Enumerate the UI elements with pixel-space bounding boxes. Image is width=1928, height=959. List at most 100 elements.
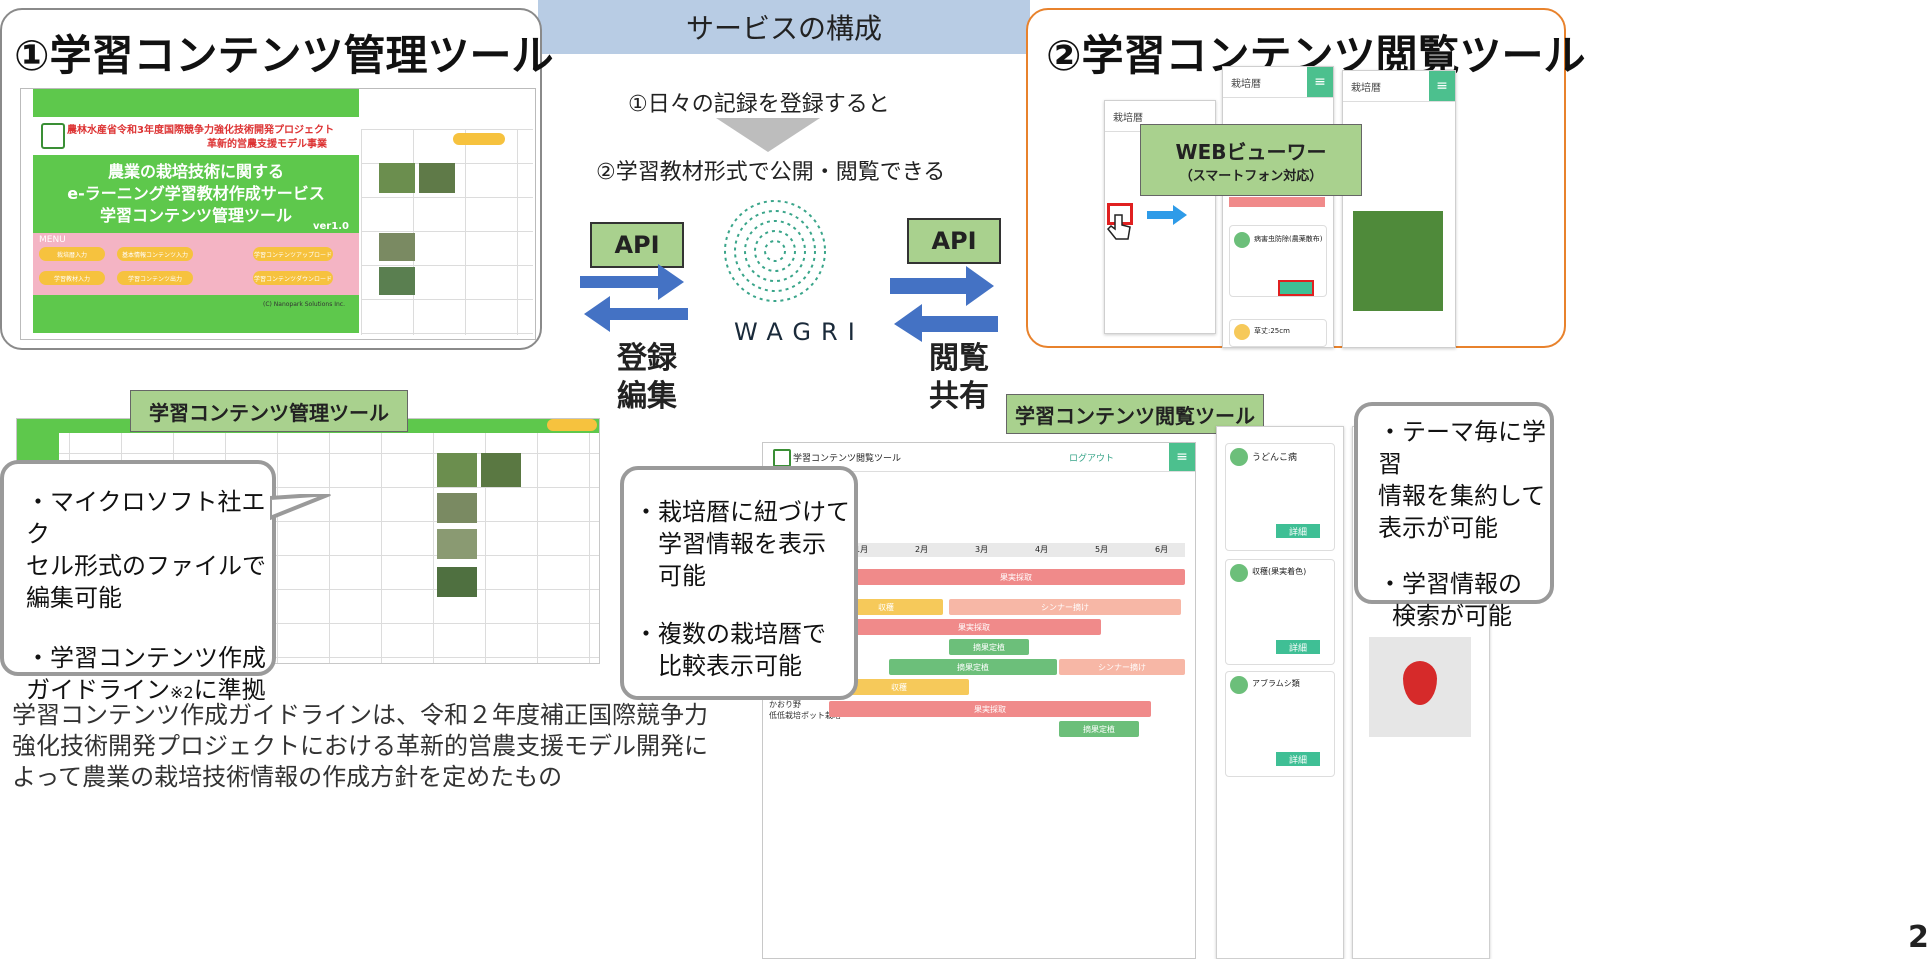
pick-bar-2[interactable]: 収穫 xyxy=(829,679,969,695)
phone-3-menu-icon[interactable]: ≡ xyxy=(1429,71,1455,101)
viewer-app-header: 学習コンテンツ閲覧ツール ログアウト ≡ xyxy=(763,443,1195,472)
season-bar-2[interactable]: シンナー摘け xyxy=(1059,659,1185,675)
phone-screen-3: 栽培暦 ≡ xyxy=(1342,70,1456,348)
sheet-action-button[interactable] xyxy=(547,419,597,431)
theme-card-3-title: アブラムシ類 xyxy=(1252,679,1300,688)
month-3: 3月 xyxy=(975,545,989,554)
menu-button-3[interactable]: 学習コンテンツアップロード xyxy=(253,247,333,261)
cultivar-row-label: かおり野 低低栽培ポット栽培 xyxy=(769,699,841,721)
theme-card-3-detail[interactable]: 詳細 xyxy=(1276,752,1320,766)
share-label: 共有 xyxy=(929,379,989,414)
sheet-b-photo-2 xyxy=(481,453,521,487)
month-1: 1月 xyxy=(855,545,869,554)
excel-callout-line4: ・学習コンテンツ作成 xyxy=(26,644,266,672)
card-2-icon xyxy=(1234,324,1250,340)
viewer-app-title: 学習コンテンツ閲覧ツール xyxy=(793,454,902,464)
harvest-bar-3[interactable]: 果実採取 xyxy=(829,701,1151,717)
excel-callout-line1: ・マイクロソフト社エク xyxy=(26,488,266,548)
fertilize-bar-3[interactable]: 摘果定植 xyxy=(1059,721,1139,737)
guideline-comply-text: に準拠 xyxy=(193,676,266,704)
theme-card-2: 収穫(果実着色) 詳細 xyxy=(1225,559,1335,665)
api-right-box: API xyxy=(907,218,1001,264)
strawberry-icon xyxy=(1403,661,1437,705)
sheet-photo-2 xyxy=(419,163,455,193)
phone-screen-2: 栽培暦 ≡ 病害虫防除(農薬散布) 草丈:25cm xyxy=(1222,66,1334,348)
version-label: ver1.0 xyxy=(313,221,349,232)
title-card-header-strip xyxy=(33,117,359,155)
app-logo-icon xyxy=(773,449,791,467)
theme-callout-line4: ・学習情報の xyxy=(1378,570,1522,598)
left-arrows-icon xyxy=(580,264,688,332)
phone-2-menu-icon[interactable]: ≡ xyxy=(1307,67,1333,97)
copyright: (C) Nanopark Solutions Inc. xyxy=(263,301,346,308)
strawberry-photo xyxy=(1369,637,1471,737)
step-1-text: ①日々の記録を登録すると xyxy=(628,92,890,117)
sheet-b-photo-5 xyxy=(437,567,477,597)
phone-3-header: 栽培暦 xyxy=(1343,71,1455,102)
theme-callout-line1: ・テーマ毎に学習 xyxy=(1378,418,1546,478)
theme-card-3: アブラムシ類 詳細 xyxy=(1225,671,1335,777)
month-5: 5月 xyxy=(1095,545,1109,554)
api-left-box: API xyxy=(590,222,684,268)
view-share-label: 閲覧 共有 xyxy=(924,340,994,416)
theme-list-phone: うどんこ病 詳細 収穫(果実着色) 詳細 アブラムシ類 詳細 xyxy=(1216,426,1344,959)
theme-card-2-icon xyxy=(1230,564,1248,582)
harvest-bar-1[interactable]: 果実採取 xyxy=(847,569,1185,585)
blue-arrow-icon xyxy=(1147,205,1187,225)
viewer-menu-icon[interactable]: ≡ xyxy=(1169,443,1195,471)
menu-button-6[interactable]: 学習コンテンツダウンロード xyxy=(253,271,333,285)
logout-link[interactable]: ログアウト xyxy=(1069,454,1115,464)
theme-card-2-detail[interactable]: 詳細 xyxy=(1276,640,1320,654)
phone-3-title: 栽培暦 xyxy=(1351,82,1381,94)
sheet-b-photo-4 xyxy=(437,529,477,559)
theme-card-3-icon xyxy=(1230,676,1248,694)
sheet-b-photo-3 xyxy=(437,493,477,523)
theme-callout-line3: 表示が可能 xyxy=(1378,514,1498,542)
theme-card-1-title: うどんこ病 xyxy=(1252,453,1298,463)
spreadsheet-preview xyxy=(361,129,533,335)
menu-button-1[interactable]: 栽培暦入力 xyxy=(39,247,105,261)
phone-2-header: 栽培暦 xyxy=(1223,67,1333,98)
theme-card-1-detail[interactable]: 詳細 xyxy=(1276,524,1320,538)
season-bar-1[interactable]: シンナー摘け xyxy=(949,599,1181,615)
phone-2-card-1: 病害虫防除(農薬散布) xyxy=(1229,225,1327,297)
calendar-month-row: 1月 2月 3月 4月 5月 6月 xyxy=(825,543,1185,557)
fertilize-bar-2[interactable]: 摘果定植 xyxy=(889,659,1057,675)
strawberry-leaf-photo xyxy=(1353,211,1443,311)
menu-button-4[interactable]: 学習教材入力 xyxy=(39,271,105,285)
footnote-line2: 強化技術開発プロジェクトにおける革新的営農支援モデル開発に xyxy=(12,732,708,760)
sheet-photo-4 xyxy=(379,267,415,295)
sheet-top-button[interactable] xyxy=(453,133,505,145)
web-viewer-title: WEBビューワー xyxy=(1175,140,1327,164)
wagri-label: WAGRI xyxy=(734,318,865,346)
menu-button-5[interactable]: 学習コンテンツ出力 xyxy=(117,271,193,285)
theme-card-1-icon xyxy=(1230,448,1248,466)
page-number: 2 xyxy=(1908,920,1928,955)
title-card: 農林水産省令和3年度国際競争力強化技術開発プロジェクト 革新的営農支援モデル事業… xyxy=(33,89,359,333)
theme-card-1: うどんこ病 詳細 xyxy=(1225,443,1335,551)
edit-label: 編集 xyxy=(617,379,677,414)
phone-2-bar xyxy=(1229,197,1325,207)
sheet-photo-1 xyxy=(379,163,415,193)
calendar-callout-line1: ・栽培暦に紐づけて xyxy=(634,498,850,526)
harvest-bar-2[interactable]: 果実採取 xyxy=(847,619,1101,635)
web-viewer-subtitle: （スマートフォン対応） xyxy=(1179,169,1323,184)
card-2-title: 草丈:25cm xyxy=(1254,327,1290,335)
phone-1-title: 栽培暦 xyxy=(1113,112,1143,124)
card-1-title: 病害虫防除(農薬散布) xyxy=(1254,235,1323,243)
excel-callout-line5: ガイドライン※2に準拠 xyxy=(26,674,272,709)
management-tool-title: ①学習コンテンツ管理ツール xyxy=(14,31,554,80)
title-main-line1: 農業の栽培技術に関する xyxy=(107,162,284,181)
fertilize-bar-1[interactable]: 摘果定植 xyxy=(949,639,1029,655)
down-arrow-icon xyxy=(716,118,820,152)
project-name: 農林水産省令和3年度国際競争力強化技術開発プロジェクト xyxy=(67,125,334,136)
phone-2-title: 栽培暦 xyxy=(1231,78,1261,90)
card-1-detail-button[interactable] xyxy=(1278,280,1314,296)
month-2: 2月 xyxy=(915,545,929,554)
view-label: 閲覧 xyxy=(929,341,989,376)
menu-button-2[interactable]: 基本情報コンテンツ入力 xyxy=(117,247,193,261)
excel-callout: ・マイクロソフト社エク セル形式のファイルで 編集可能 ・学習コンテンツ作成 ガ… xyxy=(0,460,276,704)
project-subname: 革新的営農支援モデル事業 xyxy=(207,139,327,150)
theme-callout-line2: 情報を集約して xyxy=(1378,482,1546,510)
guideline-text: ガイドライン xyxy=(26,676,170,704)
